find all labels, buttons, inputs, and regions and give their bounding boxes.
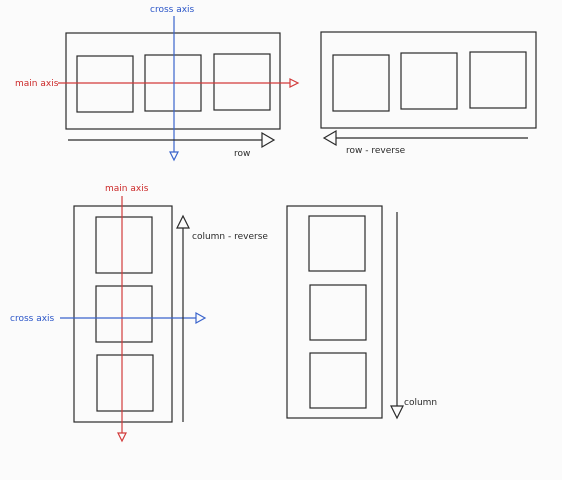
row-reverse-direction-label: row - reverse	[346, 146, 406, 156]
row-direction-arrowhead-icon	[261, 131, 276, 149]
column-reverse-direction-arrowhead-icon	[176, 214, 190, 229]
row-reverse-item-1	[332, 54, 390, 112]
column-reverse-container	[73, 205, 173, 423]
column-item-2	[309, 284, 367, 341]
row-reverse-item-3	[469, 51, 527, 109]
row-reverse-diagram: row - reverse	[320, 31, 537, 156]
column-reverse-main-axis-label: main axis	[105, 184, 149, 194]
column-reverse-diagram: main axis cross axis column - reverse	[10, 184, 268, 443]
column-reverse-direction-label: column - reverse	[192, 232, 268, 242]
row-reverse-direction-arrowhead-icon	[322, 129, 337, 147]
column-item-3	[309, 352, 367, 409]
row-reverse-item-2	[400, 52, 458, 110]
row-item-1	[76, 55, 134, 113]
column-direction-arrowhead-icon	[390, 405, 404, 420]
column-direction-label: column	[404, 398, 437, 408]
column-reverse-item-3	[96, 354, 154, 412]
row-direction-label: row	[234, 149, 250, 159]
row-diagram: main axis cross axis row	[15, 5, 300, 162]
row-cross-axis-label: cross axis	[150, 5, 195, 15]
column-reverse-main-axis-arrowhead-icon	[117, 432, 127, 443]
column-reverse-item-2	[95, 285, 153, 343]
row-reverse-container	[320, 31, 537, 129]
column-reverse-cross-axis-arrowhead-icon	[195, 311, 207, 325]
column-reverse-item-1	[95, 216, 153, 274]
row-item-3	[213, 53, 271, 111]
column-diagram: column	[286, 205, 437, 420]
row-main-axis-label: main axis	[15, 79, 59, 89]
column-reverse-cross-axis-label: cross axis	[10, 314, 55, 324]
row-main-axis-arrowhead-icon	[289, 78, 300, 88]
column-item-1	[308, 215, 366, 272]
row-container	[65, 32, 281, 130]
column-container	[286, 205, 383, 419]
row-cross-axis-arrowhead-icon	[169, 151, 179, 162]
